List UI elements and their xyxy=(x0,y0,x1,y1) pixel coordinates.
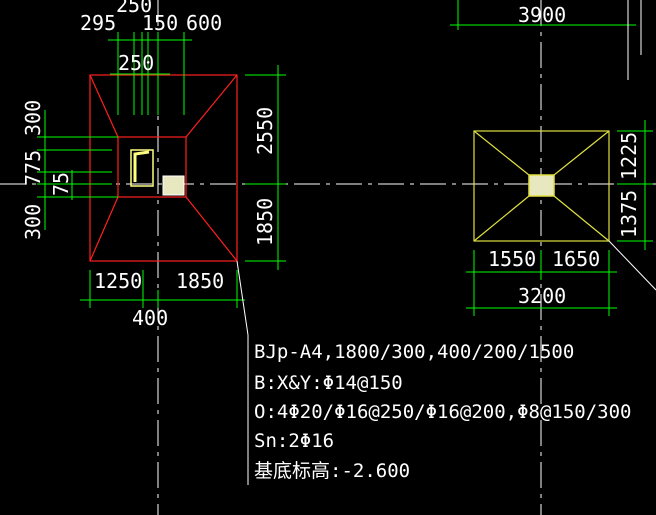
annotation-line-base-elevation: 基底标高:-2.600 xyxy=(254,460,410,482)
dim-right-footing-3900: 3900 xyxy=(518,3,566,27)
right-footing-slope-br xyxy=(553,195,610,242)
dim-right-footing-1650: 1650 xyxy=(552,247,600,271)
dim-top-250: 250 xyxy=(116,0,152,17)
dim-left-75: 75 xyxy=(49,172,73,196)
left-footing-leader xyxy=(236,260,249,336)
dim-bottom-1250: 1250 xyxy=(94,269,142,293)
dim-left-300-bottom: 300 xyxy=(21,204,45,240)
dim-right-2550: 2550 xyxy=(253,107,277,155)
left-column-marker xyxy=(133,150,150,182)
dim-top-inner-250: 250 xyxy=(118,51,154,75)
left-footing-slope-br xyxy=(185,196,238,262)
left-footing[interactable] xyxy=(89,74,238,262)
left-footing-slope-bl xyxy=(89,196,119,262)
right-footing-slope-bl xyxy=(473,195,530,242)
dim-top-295: 295 xyxy=(80,11,116,35)
dim-top-600: 600 xyxy=(186,11,222,35)
right-footing-slope-tr xyxy=(553,130,610,176)
right-footing[interactable] xyxy=(473,130,610,242)
left-column-outline xyxy=(130,149,154,187)
dim-bottom-1850: 1850 xyxy=(176,269,224,293)
annotation-line-sn: Sn:2Φ16 xyxy=(254,430,334,452)
dim-left-300-top: 300 xyxy=(21,100,45,136)
annotation-line-designation: BJp-A4,1800/300,400/200/1500 xyxy=(254,341,574,363)
annotation-line-column-rebar: O:4Φ20/Φ16@250/Φ16@200,Φ8@150/300 xyxy=(254,401,632,423)
left-footing-slope-tl xyxy=(89,74,119,138)
dim-right-footing-1550: 1550 xyxy=(488,247,536,271)
dim-right-footing-1225: 1225 xyxy=(617,132,641,180)
dim-bottom-400: 400 xyxy=(132,306,168,330)
right-column xyxy=(528,174,555,197)
left-footing-columns xyxy=(130,149,185,196)
annotation-line-bottom-rebar: B:X&Y:Φ14@150 xyxy=(254,372,403,394)
leader-lines xyxy=(236,0,656,485)
right-footing-outer-rect xyxy=(473,130,610,242)
dimension-lines xyxy=(37,0,653,316)
dim-right-footing-3200: 3200 xyxy=(518,284,566,308)
footing-annotation[interactable]: BJp-A4,1800/300,400/200/1500 B:X&Y:Φ14@1… xyxy=(254,341,632,482)
left-footing-outer-rect xyxy=(89,74,238,262)
left-footing-slope-tr xyxy=(185,74,238,138)
right-footing-slope-tl xyxy=(473,130,530,176)
dim-left-775: 775 xyxy=(21,150,45,186)
left-footing-inner-rect xyxy=(117,136,187,198)
dim-right-footing-1375: 1375 xyxy=(617,190,641,238)
right-footing-leader xyxy=(608,240,656,291)
dim-top-150: 150 xyxy=(142,11,178,35)
left-column-pedestal xyxy=(162,175,185,196)
dim-right-1850: 1850 xyxy=(253,198,277,246)
